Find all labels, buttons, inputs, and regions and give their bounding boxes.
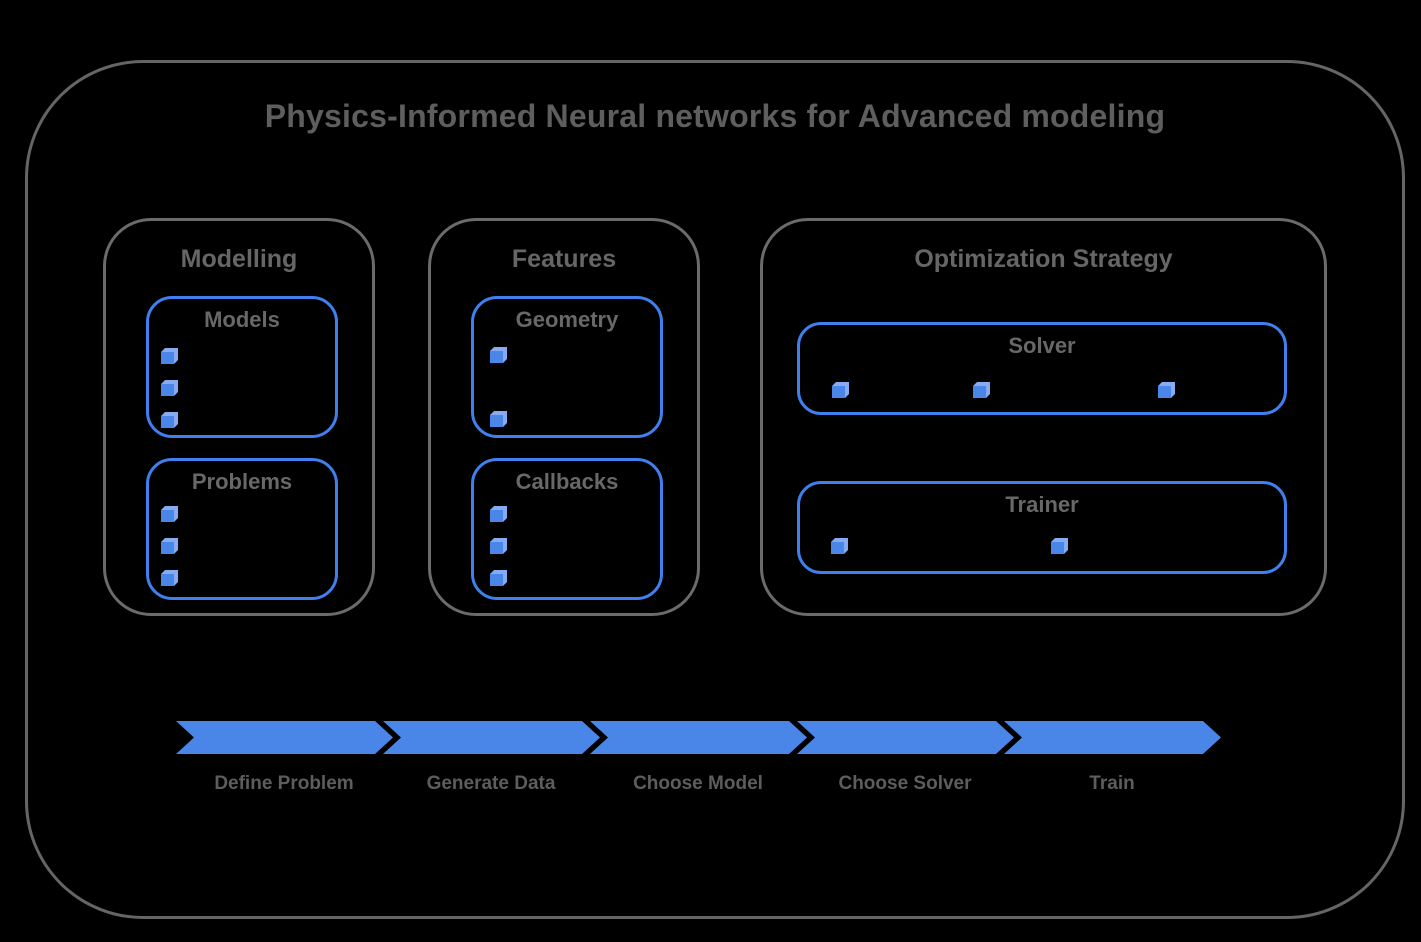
group-features-label: Features <box>511 245 617 273</box>
cube-icon <box>973 382 990 398</box>
pipeline-arrow-segment <box>1004 721 1221 754</box>
box-models-label: Models <box>204 307 280 332</box>
cube-icon <box>161 570 178 586</box>
cube-icon <box>490 506 507 522</box>
cube-icon <box>1051 538 1068 554</box>
box-geometry: Geometry <box>471 296 663 438</box>
group-modelling-label: Modelling <box>180 245 298 273</box>
group-optimization-strategy: Optimization Strategy Solver Trainer <box>760 218 1327 616</box>
diagram-title: Physics-Informed Neural networks for Adv… <box>264 98 1166 134</box>
group-features: Features Geometry Callbacks <box>428 218 700 616</box>
pipeline-step-choose-solver: Choose Solver <box>838 773 972 794</box>
cube-icon <box>831 538 848 554</box>
cube-icon <box>161 412 178 428</box>
cube-icon <box>490 538 507 554</box>
cube-icon <box>161 506 178 522</box>
box-trainer-label: Trainer <box>1005 492 1079 517</box>
pipeline-step-generate-data: Generate Data <box>426 773 556 794</box>
box-solver-label: Solver <box>1008 333 1076 358</box>
cube-icon <box>490 347 507 363</box>
pipeline-arrow-segment <box>797 721 1014 754</box>
pipeline-arrow-segment <box>383 721 600 754</box>
box-models: Models <box>146 296 338 438</box>
box-problems: Problems <box>146 458 338 600</box>
pipeline-arrow-segment <box>590 721 807 754</box>
box-callbacks-label: Callbacks <box>515 469 619 494</box>
group-optimization-strategy-label: Optimization Strategy <box>914 245 1173 273</box>
group-modelling: Modelling Models Problems <box>103 218 375 616</box>
pipeline-arrow-segment <box>176 721 393 754</box>
box-solver: Solver <box>797 322 1287 415</box>
pipeline-step-define-problem: Define Problem <box>214 773 354 794</box>
cube-icon <box>490 411 507 427</box>
cube-icon <box>832 382 849 398</box>
cube-icon <box>1158 382 1175 398</box>
cube-icon <box>161 348 178 364</box>
box-callbacks: Callbacks <box>471 458 663 600</box>
cube-icon <box>161 380 178 396</box>
outer-frame <box>25 60 1405 919</box>
box-trainer: Trainer <box>797 481 1287 574</box>
box-problems-label: Problems <box>191 469 293 494</box>
box-geometry-label: Geometry <box>515 307 619 332</box>
pipeline-step-choose-model: Choose Model <box>633 773 763 794</box>
cube-icon <box>490 570 507 586</box>
cube-icon <box>161 538 178 554</box>
pipeline-step-train: Train <box>1089 773 1135 794</box>
